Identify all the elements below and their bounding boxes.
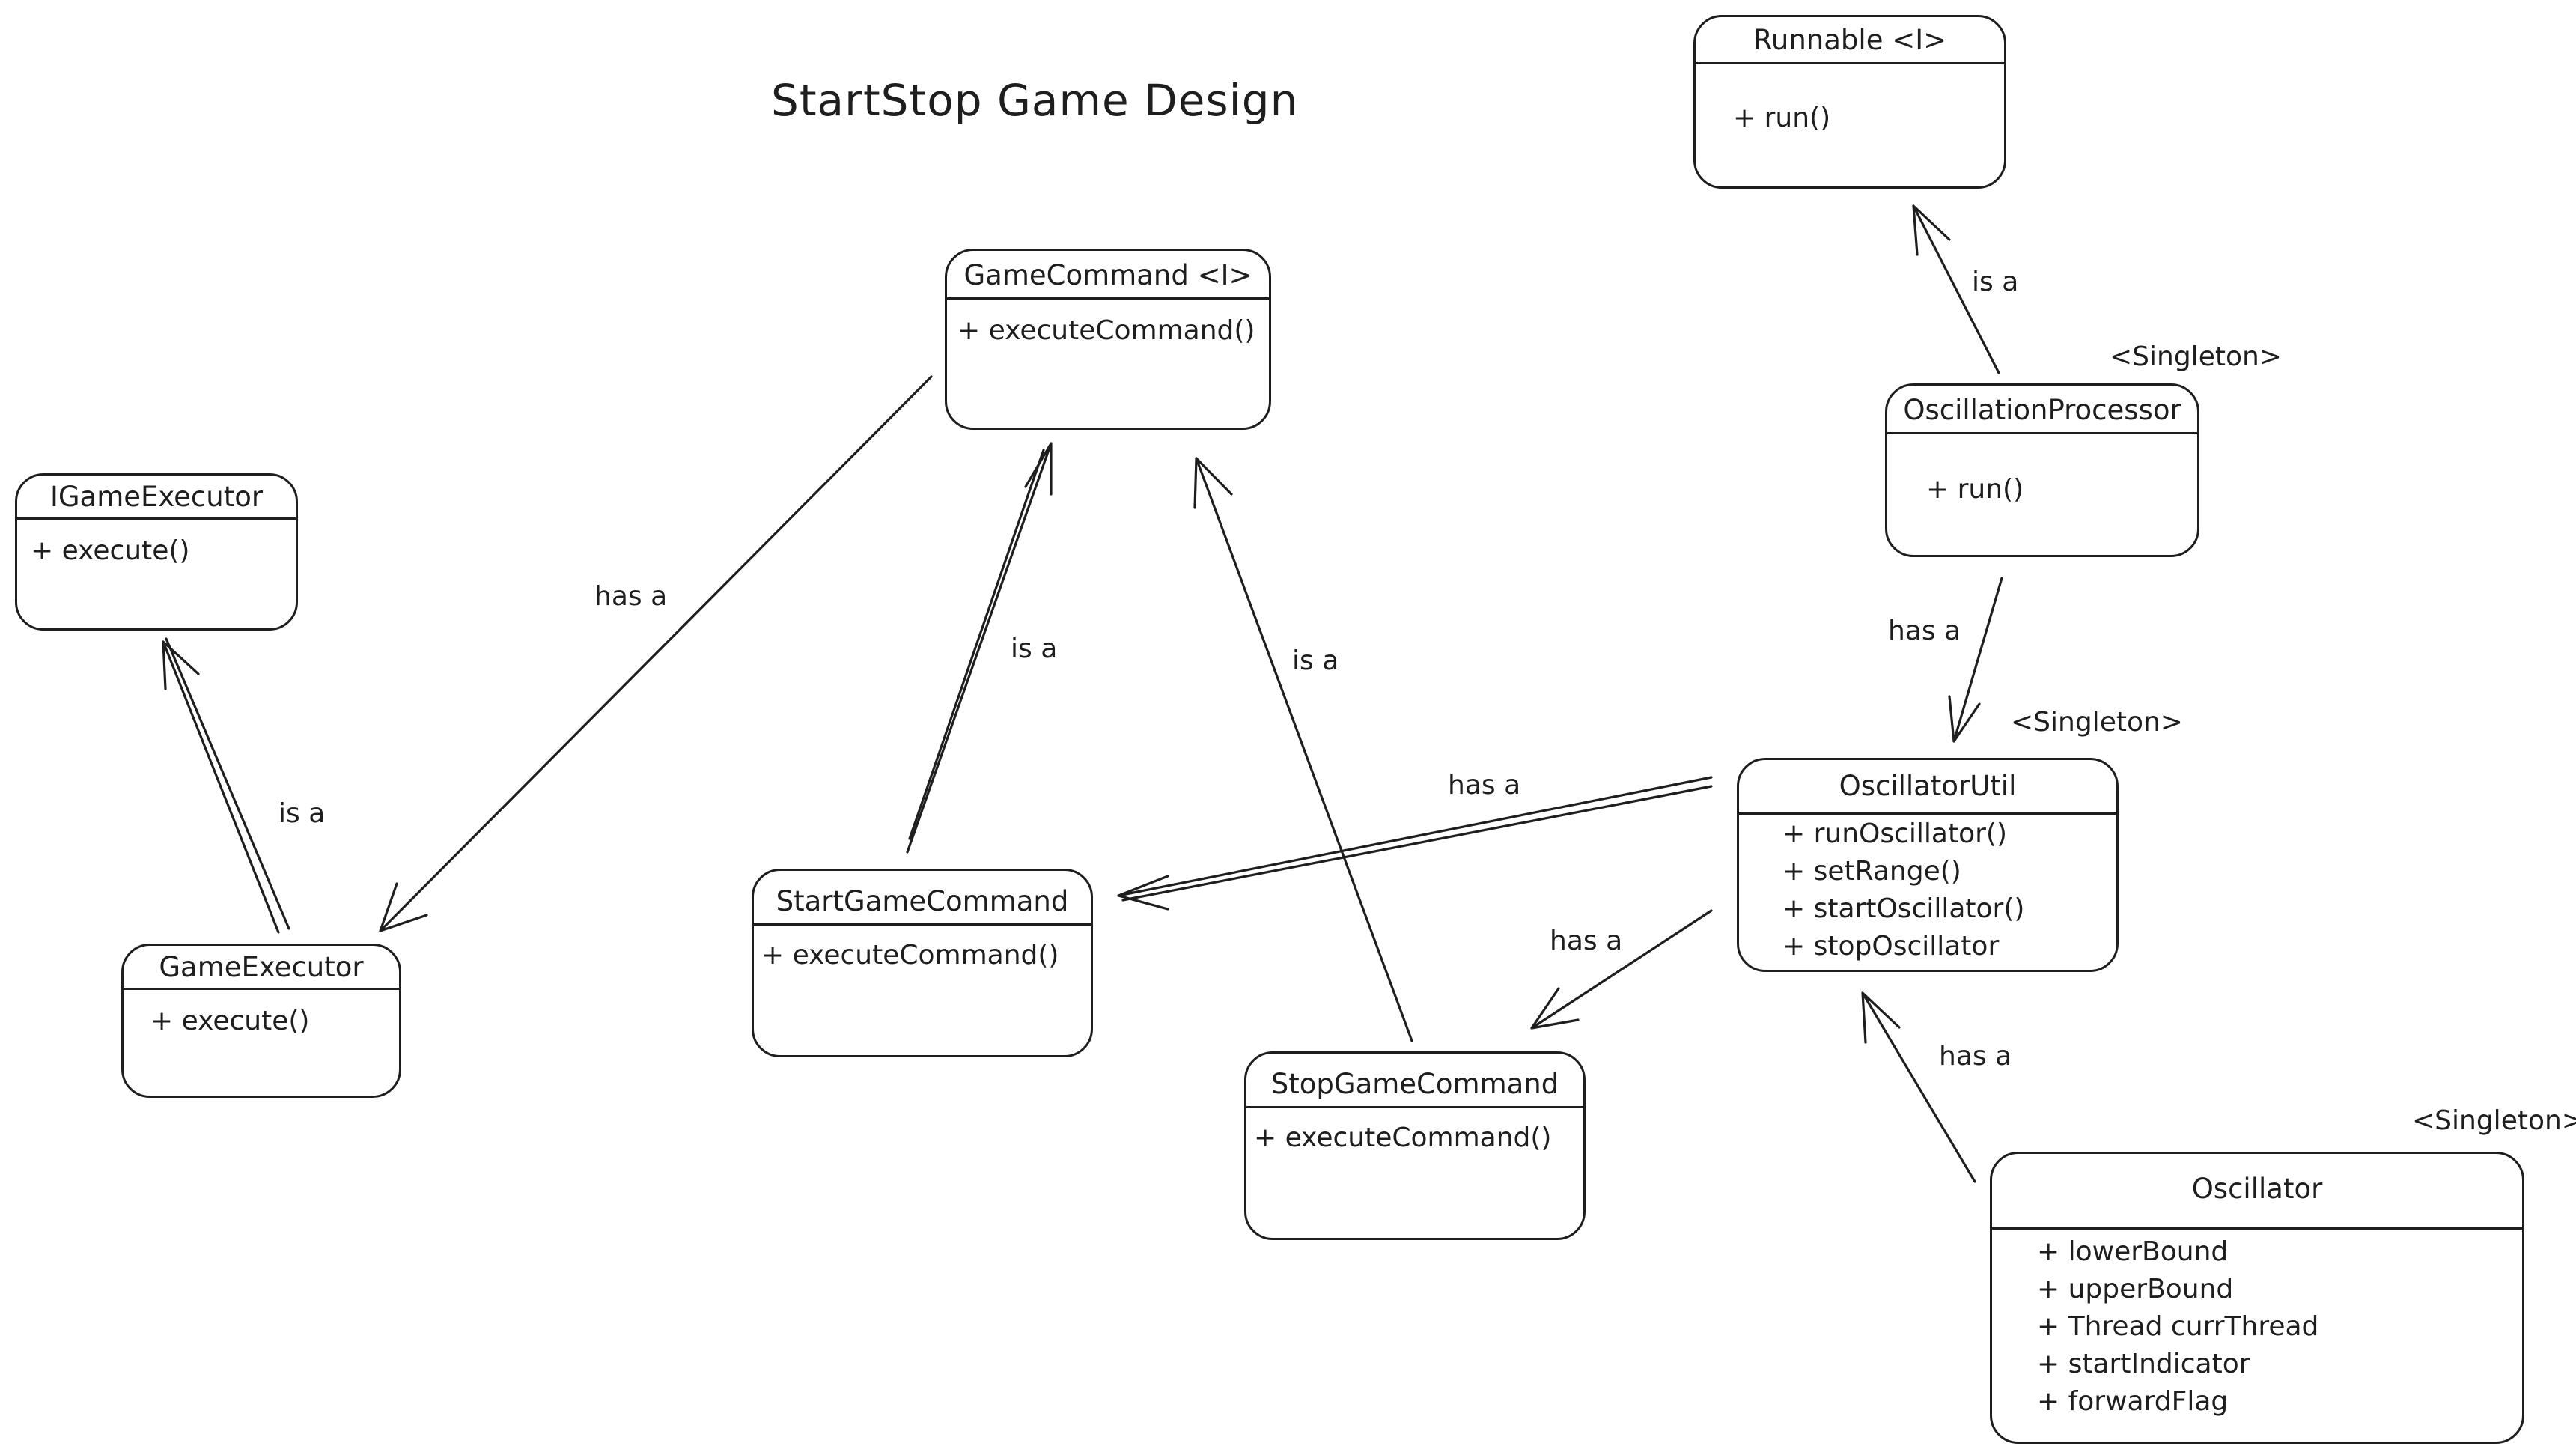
class-name: GameCommand <I> [963, 259, 1252, 291]
relation-label: is a [278, 798, 326, 829]
class-runnable[interactable]: Runnable <I> + run() [1693, 15, 2006, 189]
member-item: + executeCommand() [761, 940, 1059, 970]
relation-label: is a [1972, 267, 2019, 297]
class-separator [1992, 1227, 2522, 1230]
class-start-game-command[interactable]: StartGameCommand + executeCommand() [752, 869, 1093, 1057]
member-item: + upperBound [2037, 1274, 2234, 1304]
relation-label: is a [1011, 634, 1058, 664]
class-igame-executor[interactable]: IGameExecutor + execute() [15, 473, 298, 631]
member-item: + run() [1926, 474, 2024, 505]
member-item: + startIndicator [2037, 1349, 2250, 1379]
member-item: + Thread currThread [2037, 1311, 2319, 1342]
member-list: + run() [1926, 471, 2190, 508]
class-separator [1246, 1106, 1583, 1108]
class-oscillator[interactable]: Oscillator + lowerBound + upperBound + T… [1990, 1152, 2524, 1444]
relation-label: is a [1292, 645, 1339, 676]
member-list: + executeCommand() [957, 312, 1261, 350]
class-separator [1696, 62, 2004, 64]
class-name: OscillatorUtil [1839, 770, 2017, 802]
class-separator [1739, 812, 2116, 815]
class-separator [1887, 432, 2197, 434]
class-separator [754, 923, 1091, 926]
member-list: + execute() [31, 532, 288, 570]
member-item: + forwardFlag [2037, 1386, 2229, 1417]
relation-label: has a [594, 581, 668, 612]
arrow-oscillator-has-util [1861, 991, 1976, 1183]
class-name: StopGameCommand [1270, 1068, 1559, 1100]
diagram-title: StartStop Game Design [771, 75, 1299, 126]
member-item: + lowerBound [2037, 1236, 2229, 1267]
member-item: + stopOscillator [1782, 931, 2000, 962]
arrow-executor-is-igame [162, 637, 290, 934]
arrow-command-has-executor [379, 375, 933, 932]
member-item: + executeCommand() [957, 315, 1255, 346]
class-name: Oscillator [2191, 1173, 2323, 1205]
arrow-processor-has-util [1948, 577, 2003, 743]
member-item: + executeCommand() [1254, 1123, 1552, 1153]
relation-label: has a [1888, 616, 1961, 646]
arrow-stop-is-command [1193, 457, 1413, 1042]
member-item: + execute() [31, 535, 190, 566]
member-item: + run() [1733, 103, 1831, 133]
class-stop-game-command[interactable]: StopGameCommand + executeCommand() [1244, 1051, 1586, 1240]
class-separator [17, 517, 296, 520]
class-game-executor[interactable]: GameExecutor + execute() [121, 944, 401, 1098]
class-oscillator-util[interactable]: OscillatorUtil + runOscillator() + setRa… [1737, 758, 2119, 972]
relation-label: has a [1550, 926, 1623, 956]
class-name: IGameExecutor [49, 481, 264, 513]
singleton-stereotype: <Singleton> [2011, 707, 2183, 738]
class-separator [947, 297, 1269, 300]
arrow-processor-is-runnable [1912, 204, 2000, 374]
member-item: + execute() [150, 1006, 310, 1036]
member-list: + executeCommand() [1254, 1120, 1576, 1157]
class-name: Runnable <I> [1753, 24, 1947, 56]
arrow-start-is-command [906, 442, 1053, 854]
class-name: OscillationProcessor [1903, 394, 2181, 426]
arrow-util-has-stop [1530, 909, 1713, 1030]
class-separator [124, 988, 399, 990]
class-game-command[interactable]: GameCommand <I> + executeCommand() [945, 249, 1271, 430]
class-name: StartGameCommand [776, 885, 1069, 917]
member-item: + runOscillator() [1782, 818, 2008, 849]
relation-label: has a [1939, 1041, 2012, 1072]
relation-label: has a [1448, 770, 1521, 801]
singleton-stereotype: <Singleton> [2412, 1105, 2576, 1136]
member-item: + startOscillator() [1782, 893, 2025, 924]
arrow-util-has-start [1117, 776, 1713, 911]
member-item: + setRange() [1782, 856, 1961, 887]
class-name: GameExecutor [159, 951, 364, 983]
member-list: + lowerBound + upperBound + Thread currT… [2037, 1233, 2515, 1421]
member-list: + runOscillator() + setRange() + startOs… [1782, 815, 2109, 965]
member-list: + execute() [150, 1003, 392, 1040]
member-list: + run() [1733, 100, 1997, 137]
class-oscillation-processor[interactable]: OscillationProcessor + run() [1885, 383, 2199, 557]
member-list: + executeCommand() [761, 937, 1083, 974]
singleton-stereotype: <Singleton> [2110, 341, 2282, 372]
